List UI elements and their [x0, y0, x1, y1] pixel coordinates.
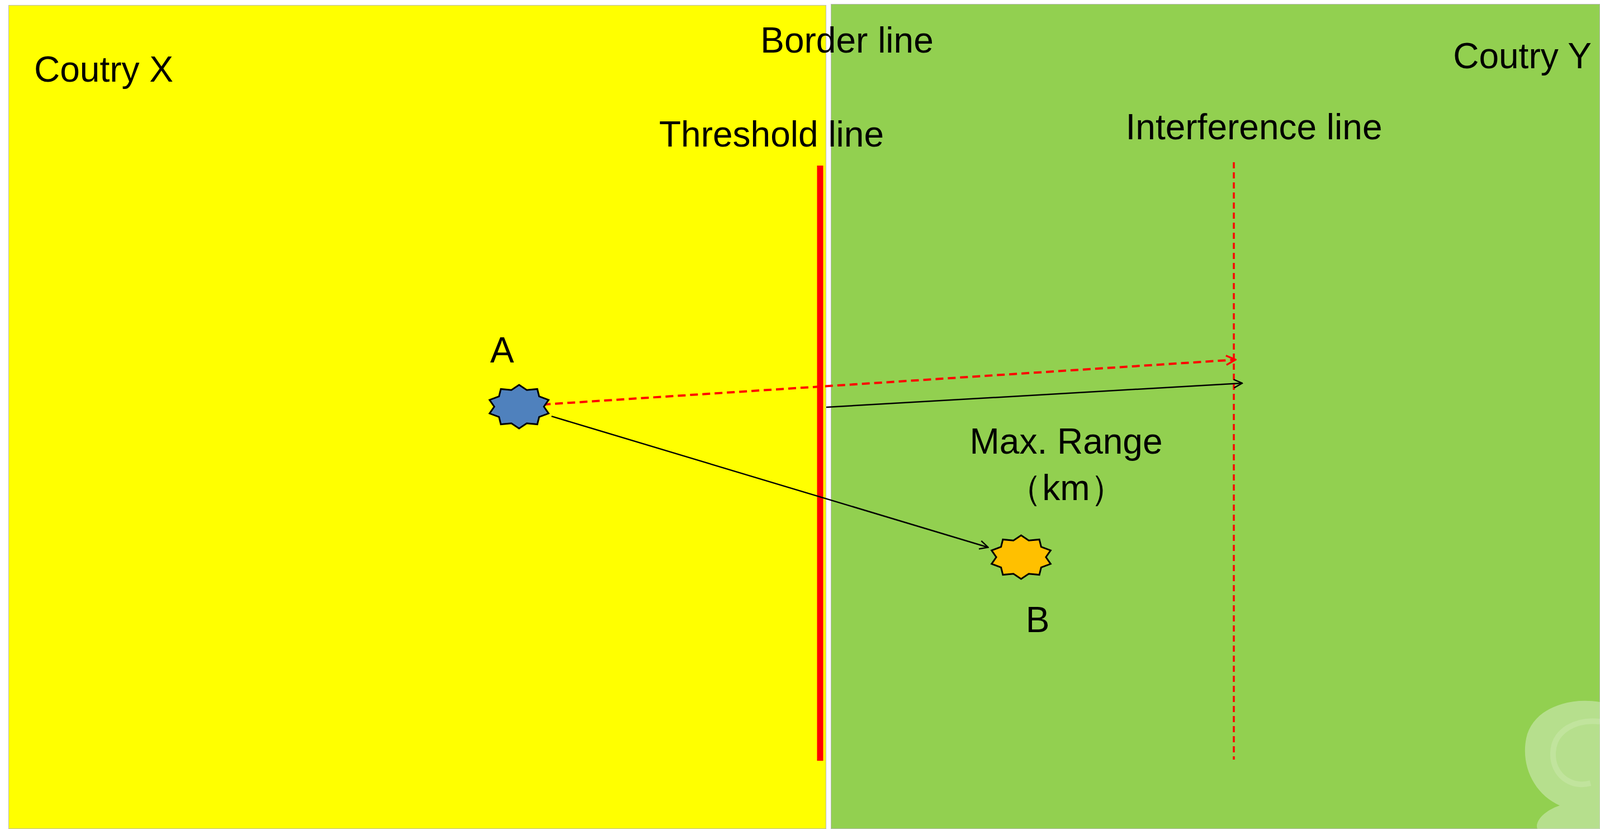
- range-arrow: [826, 382, 1243, 407]
- line-label: Threshold line: [659, 114, 884, 156]
- range-arrow: [551, 415, 989, 547]
- line-label: Interference line: [1125, 106, 1383, 149]
- watermark-ornament: [1525, 700, 1600, 829]
- range-arrow: [518, 359, 1236, 406]
- star-shape: [486, 382, 552, 430]
- range-label: Max. Range （km）: [943, 418, 1190, 511]
- watermark-swirl: [1553, 720, 1600, 784]
- point-label: A: [490, 329, 515, 372]
- interference-line: [1232, 162, 1235, 760]
- star-outline: [991, 535, 1051, 579]
- region-label: Coutry X: [34, 49, 174, 91]
- target-star: B: [984, 533, 1058, 641]
- watermark-swirl: [1525, 700, 1600, 829]
- star-shape: [988, 533, 1054, 581]
- point-label: B: [1025, 599, 1050, 641]
- star-outline: [489, 384, 549, 429]
- site-star: A: [482, 329, 556, 430]
- line-label: Border line: [760, 20, 934, 62]
- region-label: Coutry Y: [1452, 35, 1592, 78]
- threshold-line: [817, 165, 824, 761]
